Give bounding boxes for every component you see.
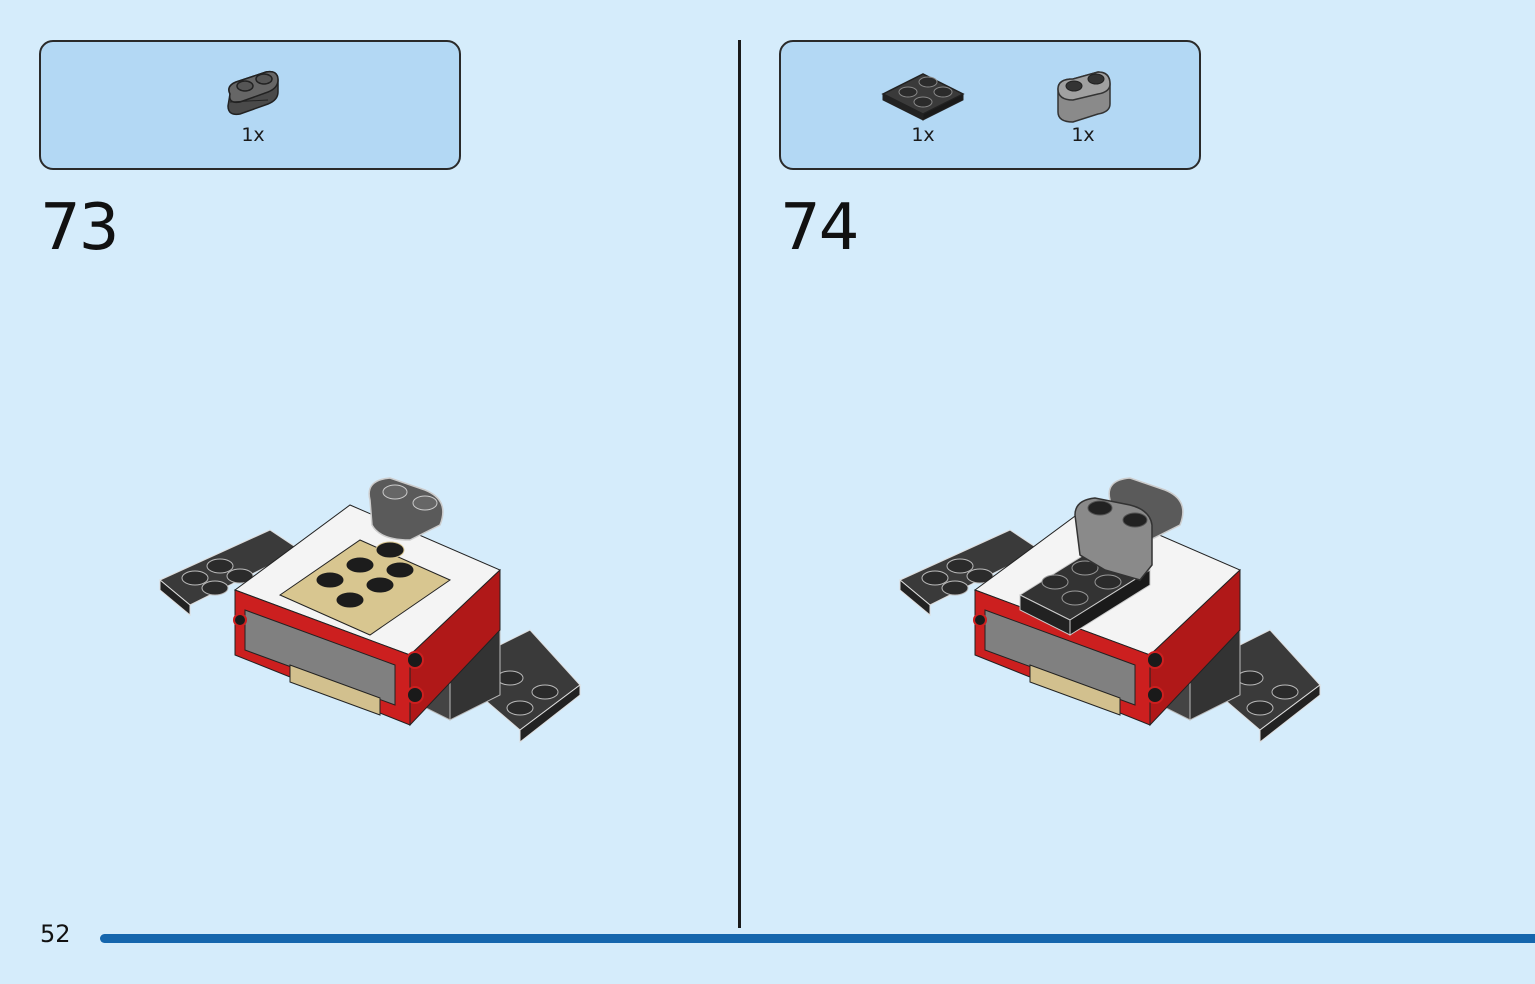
page-divider (738, 40, 741, 928)
step-74-model-illustration (899, 477, 1321, 744)
part-qty: 1x (241, 124, 265, 146)
page-progress-bar (100, 934, 1535, 943)
gray-brick-1x2-rounded-icon (1057, 71, 1111, 123)
part-qty: 1x (911, 124, 935, 146)
step-74-part-2: 1x (1028, 64, 1138, 146)
page-number: 52 (40, 920, 71, 948)
step-number: 74 (780, 191, 859, 265)
step-number: 73 (40, 191, 119, 265)
step-73-part-1: 1x (198, 64, 308, 146)
step-73-parts-box: 1x (39, 40, 461, 170)
step-74-parts-box: 1x 1x (779, 40, 1201, 170)
part-qty: 1x (1071, 124, 1095, 146)
step-73-model-illustration (159, 477, 581, 744)
gray-plate-2x1-rounded-icon (227, 70, 279, 116)
step-74-part-1: 1x (868, 64, 978, 146)
black-plate-2x2-icon (881, 73, 965, 121)
